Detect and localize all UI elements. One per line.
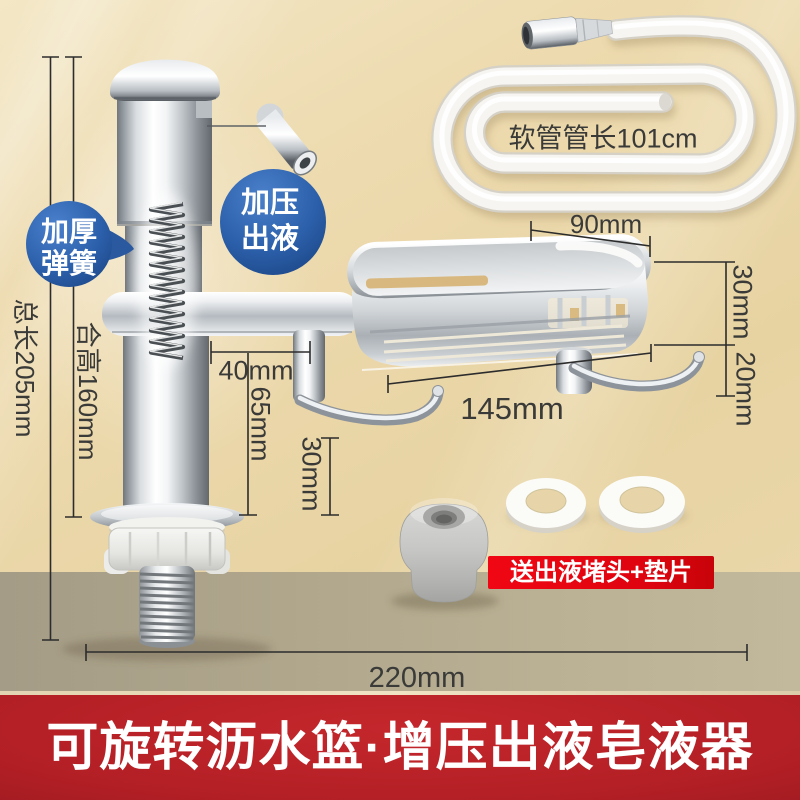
pump-body-lower bbox=[123, 300, 209, 512]
pressure-badge-line1: 加压 bbox=[241, 186, 299, 219]
basket-slats bbox=[383, 324, 627, 363]
left-hook bbox=[294, 385, 444, 426]
spring-coil bbox=[148, 201, 186, 361]
counter-surface bbox=[0, 572, 800, 691]
basket-length-label: 145mm bbox=[460, 391, 563, 426]
pump-spout bbox=[196, 96, 317, 176]
gasket-2 bbox=[599, 476, 685, 528]
base-gasket bbox=[109, 517, 225, 537]
drain-basket bbox=[293, 234, 705, 426]
mounting-arm bbox=[102, 292, 360, 336]
spring-badge: 加厚 弹簧 bbox=[26, 201, 134, 287]
hook-drop-side-label: 20mm bbox=[731, 351, 761, 426]
gift-label: 送出液堵头+垫片 bbox=[488, 556, 714, 589]
right-hook-post bbox=[556, 350, 592, 394]
hose-end-cap bbox=[659, 93, 671, 111]
hose-length-label: 软管管长101cm bbox=[508, 123, 697, 153]
mounting-nut bbox=[108, 527, 226, 571]
hose bbox=[431, 15, 799, 219]
soap-pump bbox=[90, 59, 360, 648]
right-hook bbox=[568, 351, 705, 392]
basket-rim bbox=[347, 234, 651, 302]
basket-front bbox=[352, 264, 648, 367]
gift-label-text: 送出液堵头+垫片 bbox=[509, 558, 692, 586]
gasket-1 bbox=[506, 478, 586, 528]
install-height-label: 合高160mm bbox=[73, 322, 103, 461]
pump-cap bbox=[110, 59, 220, 101]
spring-badge-line1: 加厚 bbox=[41, 216, 97, 247]
total-length-label: 总长205mm bbox=[10, 299, 40, 438]
left-hook-post bbox=[293, 330, 325, 402]
banner-title: 可旋转沥水篮·增压出液皂液器 bbox=[46, 718, 754, 777]
basket-soap-slot bbox=[365, 275, 489, 289]
basket-depth-label: 30mm bbox=[728, 264, 758, 339]
pump-body-upper bbox=[117, 100, 212, 224]
spring-badge-line2: 弹簧 bbox=[41, 247, 97, 279]
title-banner: 可旋转沥水篮·增压出液皂液器 bbox=[0, 695, 800, 800]
pressure-badge-line2: 出液 bbox=[241, 222, 299, 255]
pressure-badge: 加压 出液 bbox=[220, 169, 326, 275]
counter-edge-highlight bbox=[0, 691, 800, 695]
pump-body-mid bbox=[125, 226, 202, 296]
hose-nozzle bbox=[521, 16, 613, 50]
hose-shadow bbox=[435, 22, 799, 219]
base-flange bbox=[90, 503, 244, 531]
spout-reach-label: 40mm bbox=[218, 355, 293, 385]
spout-clearance-label: 65mm bbox=[246, 386, 276, 461]
hook-drop-front-label: 30mm bbox=[297, 436, 327, 511]
basket-width-label: 90mm bbox=[570, 209, 642, 239]
